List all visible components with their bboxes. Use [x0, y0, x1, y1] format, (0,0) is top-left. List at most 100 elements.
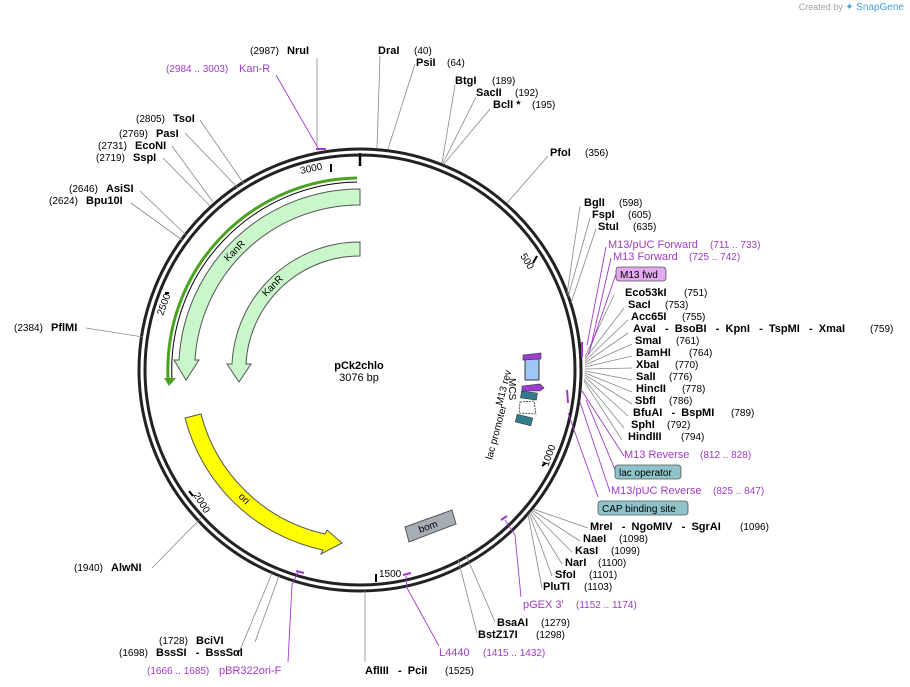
primer-pos-m13puc-fwd: (711 .. 733) [710, 240, 760, 251]
boxed-labels: M13 fwd lac operator CAP binding site [597, 266, 689, 516]
credit-brand: SnapGene [856, 2, 904, 13]
leader-kanr-primer [275, 74, 319, 149]
enzyme-pos-kasi: (1099) [611, 546, 640, 557]
enzyme-pos-bfuai-group: (789) [731, 408, 754, 419]
leader-m13puc-fwd [586, 246, 607, 346]
kanr-inner-arrow[interactable] [226, 241, 361, 383]
enzyme-pos-acc65i: (755) [682, 312, 705, 323]
enzyme-pos-sali: (776) [669, 372, 692, 383]
tick-500 [532, 255, 538, 264]
m13-fwd-box[interactable] [615, 266, 667, 282]
kanr-arrow[interactable] [173, 188, 361, 381]
leader-bpu10i [130, 202, 183, 241]
enzyme-name-sfoi: SfoI [555, 569, 576, 581]
enzyme-pos-asisi: (2646) [69, 184, 98, 195]
m13-fwd-marker[interactable] [521, 383, 545, 392]
enzyme-name-bsaai: BsaAI [497, 617, 528, 629]
enzyme-labels: (2987) NruI DraI (40) PsiI (64) BtgI (18… [14, 45, 893, 677]
primer-pos-kanr: (2984 .. 3003) [166, 64, 228, 75]
backbone-outer-ring [137, 147, 583, 593]
lac-operator-block[interactable] [520, 390, 538, 401]
leader-psii [387, 63, 416, 150]
enzyme-pos-naei: (1098) [619, 534, 648, 545]
enzyme-pos-bstz17i: (1298) [536, 630, 565, 641]
tick-2000 [188, 490, 194, 497]
kanr-outer-highlight-line [171, 181, 358, 381]
cap-site-block[interactable] [514, 413, 534, 427]
leader-mcs-d [584, 343, 633, 366]
enzyme-name-mrei-group: MreI - NgoMIV - SgrAI [590, 521, 721, 533]
enzyme-leader-lines [85, 55, 633, 662]
plasmid-size: 3076 bp [339, 372, 379, 384]
leader-bcivi [254, 575, 280, 643]
bom-feature[interactable] [404, 509, 457, 543]
leader-pasi [184, 132, 239, 189]
primer-name-l4440: L4440 [439, 647, 470, 659]
leader-mrei [532, 508, 589, 529]
leader-mcs-b [584, 319, 629, 362]
enzyme-name-bgli: BglI [584, 197, 605, 209]
leader-asisi [139, 190, 187, 236]
leader-bsaai [465, 554, 496, 623]
primer-name-m13-reverse: M13 Reverse [624, 449, 689, 461]
enzyme-name-sali: SalI [636, 371, 656, 383]
enzyme-name-avai-group: AvaI - BsoBI - KpnI - TspMI - XmaI [633, 323, 845, 335]
leader-pluti [527, 513, 543, 589]
lac-operator-box[interactable] [614, 464, 682, 480]
enzyme-pos-sphi: (792) [667, 420, 690, 431]
leader-sspi [162, 157, 211, 207]
m13-rev-marker[interactable] [522, 352, 542, 361]
enzyme-name-pluti: PluTI [543, 581, 570, 593]
enzyme-pos-avai-group: (759) [870, 324, 893, 335]
enzyme-name-xbai: XbaI [636, 359, 659, 371]
leader-bgli [566, 205, 581, 295]
enzyme-name-nari: NarI [565, 557, 586, 569]
enzyme-pos-drai: (40) [414, 46, 432, 57]
lac-promoter-marker[interactable] [518, 400, 537, 415]
primer-name-m13-fwd: M13 Forward [613, 251, 678, 263]
enzyme-pos-bsssi: (1698) [119, 648, 148, 659]
enzyme-name-sbfi: SbfI [635, 395, 656, 407]
enzyme-name-eco53ki: Eco53kI [625, 287, 667, 299]
leader-mcs-a [584, 307, 625, 360]
enzyme-pos-bpu10i: (2624) [49, 196, 78, 207]
credit-prefix: Created by [798, 2, 843, 12]
enzyme-name-pasi: PasI [156, 128, 179, 140]
tick-label-500: 500 [517, 252, 535, 272]
leader-m13puc-rev [579, 401, 611, 493]
leader-pfoi [506, 155, 549, 204]
leader-kasi [530, 510, 573, 553]
leader-fspi [567, 217, 591, 298]
plasmid-name: pCk2chlo [334, 360, 384, 372]
enzyme-name-smai: SmaI [635, 335, 661, 347]
enzyme-name-bpu10i: Bpu10I [86, 195, 123, 207]
enzyme-name-btgi: BtgI [455, 75, 476, 87]
enzyme-pos-btgi: (189) [492, 76, 515, 87]
leader-drai [376, 55, 381, 149]
enzyme-pos-alwni: (1940) [74, 563, 103, 574]
enzyme-name-sspi: SspI [133, 152, 156, 164]
enzyme-name-naei: NaeI [583, 533, 606, 545]
leader-nari [529, 511, 563, 565]
enzyme-name-sacii: SacII [476, 87, 502, 99]
primer-leader-lines [275, 74, 625, 663]
enzyme-name-bfuai-group: BfuAI - BspMI [633, 407, 714, 419]
leader-sfoi [528, 512, 553, 577]
center-label: pCk2chlo 3076 bp [334, 360, 384, 384]
enzyme-pos-mrei-group: (1096) [740, 522, 769, 533]
cap-binding-site-box[interactable] [597, 500, 689, 516]
enzyme-pos-nari: (1100) [598, 558, 626, 569]
enzyme-name-stui: StuI [598, 221, 619, 233]
enzyme-pos-pfoi: (356) [585, 148, 608, 159]
enzyme-name-econi: EcoNI [135, 140, 166, 152]
enzyme-name-pflmi: PflMI [51, 322, 77, 334]
mcs-block[interactable] [524, 357, 540, 381]
enzyme-pos-smai: (761) [676, 336, 699, 347]
leader-cap-site [567, 412, 599, 498]
primer-name-m13puc-rev: M13/pUC Reverse [611, 485, 701, 497]
cap-binding-site-box-label: CAP binding site [602, 504, 676, 515]
enzyme-name-pfoi: PfoI [550, 147, 571, 159]
snapgene-logo-icon: ✦ [845, 2, 854, 13]
ori-arrow[interactable] [184, 413, 343, 556]
